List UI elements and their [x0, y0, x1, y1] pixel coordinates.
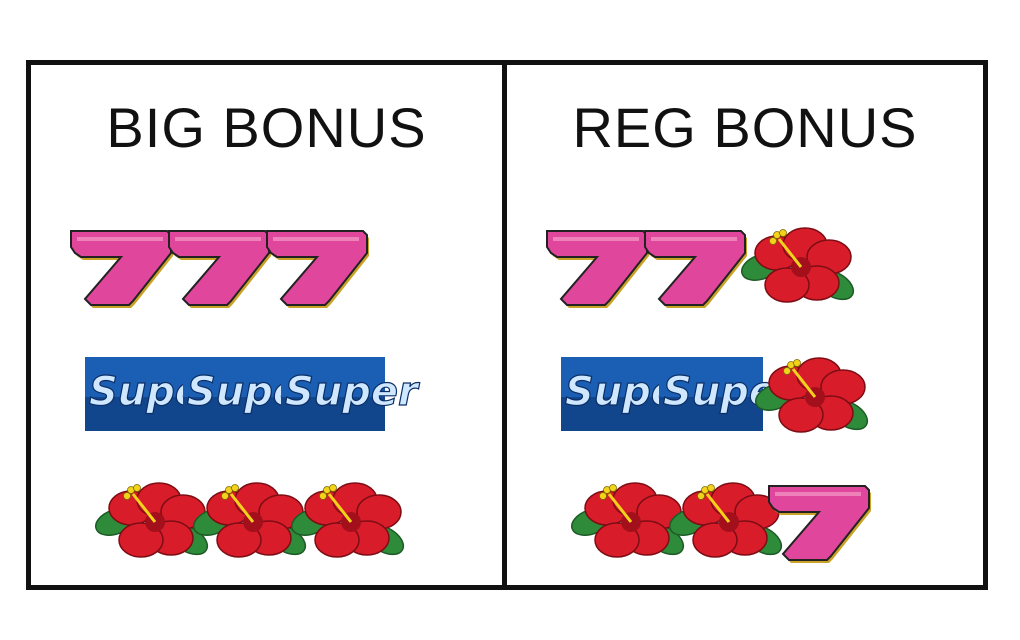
seven-symbol [168, 230, 271, 308]
super-symbol: Super [281, 357, 421, 431]
hibiscus-symbol [669, 482, 783, 558]
big-bonus-row-3 [31, 470, 502, 570]
seven-symbol [768, 485, 871, 563]
reg-bonus-title: REG BONUS [572, 96, 918, 159]
seven-symbol [644, 230, 747, 308]
hibiscus-symbol [193, 482, 307, 558]
hibiscus-symbol [291, 482, 405, 558]
reg-bonus-row-1 [507, 215, 983, 315]
hibiscus-symbol [741, 227, 855, 303]
big-bonus-row-1 [31, 215, 502, 315]
svg-text:Super: Super [285, 369, 420, 415]
seven-symbol [266, 230, 369, 308]
hibiscus-symbol [95, 482, 209, 558]
big-bonus-title: BIG BONUS [106, 96, 427, 159]
reg-bonus-row-3 [507, 470, 983, 570]
hibiscus-symbol [755, 357, 869, 433]
hibiscus-symbol [571, 482, 685, 558]
seven-symbol [546, 230, 649, 308]
seven-symbol [70, 230, 173, 308]
